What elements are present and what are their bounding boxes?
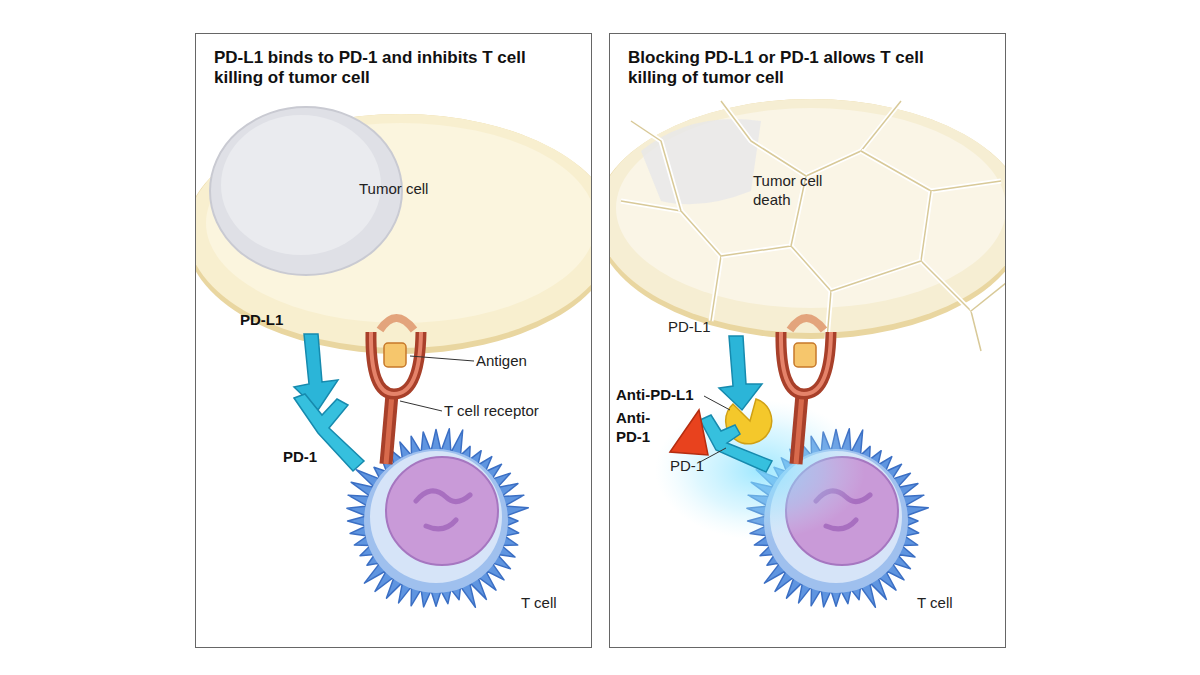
t-cell: T cell — [331, 421, 571, 621]
t-cell-body — [347, 429, 528, 608]
cell-body — [609, 99, 1006, 351]
cell-label: Tumor cell death — [753, 171, 853, 209]
tumor-cell: Tumor cell — [195, 81, 592, 351]
dying-tumor-cell: Tumor cell death — [609, 81, 1006, 351]
panel-box: PD-L1 binds to PD-1 and inhibits T cell … — [195, 33, 592, 648]
tumor-cell-outline — [195, 81, 592, 351]
t-cell: T cell — [731, 421, 971, 621]
nucleus — [386, 457, 498, 565]
t-cell-outline — [731, 421, 971, 621]
panel-heading: PD-L1 binds to PD-1 and inhibits T cell … — [214, 48, 544, 88]
cell-body — [195, 107, 592, 354]
dying-tumor-cell-outline — [609, 81, 1006, 351]
panel-heading: Blocking PD-L1 or PD-1 allows T cell kil… — [628, 48, 928, 88]
cell-label: T cell — [917, 593, 977, 612]
t-cell-outline — [331, 421, 571, 621]
panel-box: Blocking PD-L1 or PD-1 allows T cell kil… — [609, 33, 1006, 648]
cell-label: T cell — [521, 593, 581, 612]
t-cell-body — [747, 429, 928, 608]
nucleus — [786, 457, 898, 565]
cell-label: Tumor cell — [359, 179, 469, 198]
